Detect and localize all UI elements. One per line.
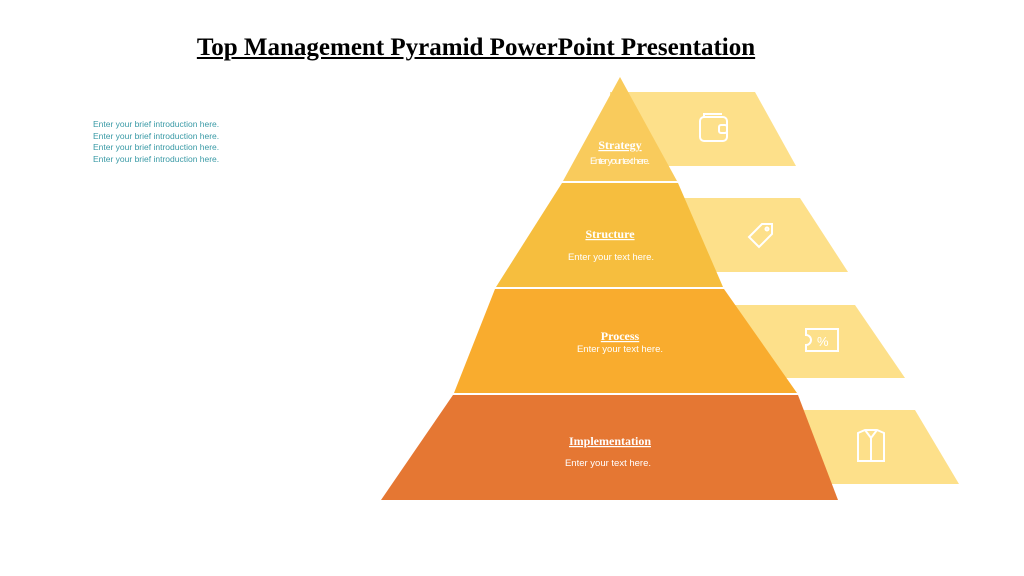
intro-text: Enter your brief introduction here. Ente… [93,119,219,165]
tier-process [454,289,797,393]
tier-strategy [563,77,677,181]
tier-text: Enter your text here. [590,156,650,167]
shirt-icon [857,429,885,462]
tier-label: Structure [585,227,635,241]
discount-ticket-icon: % [805,328,839,352]
intro-line: Enter your brief introduction here. [93,130,220,141]
tier-text: Enter your text here. [565,458,651,469]
intro-line: Enter your brief introduction here. [93,142,220,152]
tier-label: Implementation [569,434,651,448]
tier-text: Enter your text here. [577,344,663,355]
tier-implementation [381,395,838,500]
tag-icon [747,223,773,249]
tier-label: Strategy [598,138,641,152]
intro-line: Enter your brief introduction here. [93,119,220,129]
svg-text:%: % [817,334,829,349]
tier-structure [496,183,723,287]
tier-text: Enter your text here. [568,252,654,263]
wallet-icon [699,113,728,142]
slide-title: Top Management Pyramid PowerPoint Presen… [196,34,756,61]
intro-line: Enter your brief introduction here. [93,153,220,164]
tier-label: Process [601,329,640,343]
